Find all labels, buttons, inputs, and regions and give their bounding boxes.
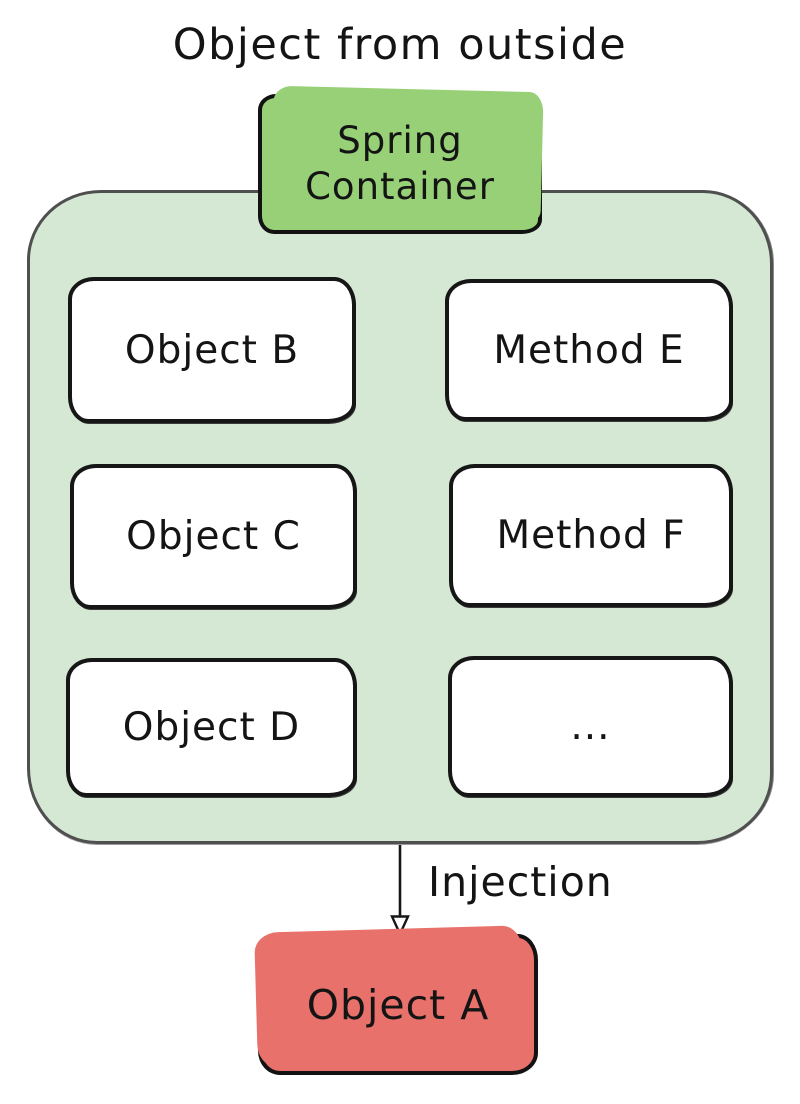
- bean-label: Object D: [122, 705, 301, 750]
- bean-box-object-d: Object D: [66, 658, 357, 797]
- object-a-box: Object A: [258, 934, 538, 1075]
- bean-box-object-b: Object B: [68, 277, 356, 423]
- bean-label: Method E: [493, 327, 685, 373]
- diagram-title: Object from outside: [172, 20, 628, 70]
- injection-down-arrow-icon: [390, 845, 410, 937]
- bean-box-ellipsis: ...: [448, 656, 733, 797]
- bean-label: Method F: [496, 513, 686, 558]
- spring-container-label: Spring Container: [305, 118, 495, 208]
- injection-arrow-label: Injection: [428, 858, 613, 906]
- bean-box-object-c: Object C: [70, 464, 357, 609]
- bean-box-method-f: Method F: [449, 464, 733, 607]
- bean-label: ...: [570, 704, 611, 749]
- bean-box-method-e: Method E: [445, 279, 733, 421]
- object-a-label: Object A: [306, 980, 490, 1029]
- spring-container-box: Spring Container: [258, 94, 542, 234]
- bean-label: Object B: [124, 327, 300, 373]
- bean-label: Object C: [126, 514, 301, 559]
